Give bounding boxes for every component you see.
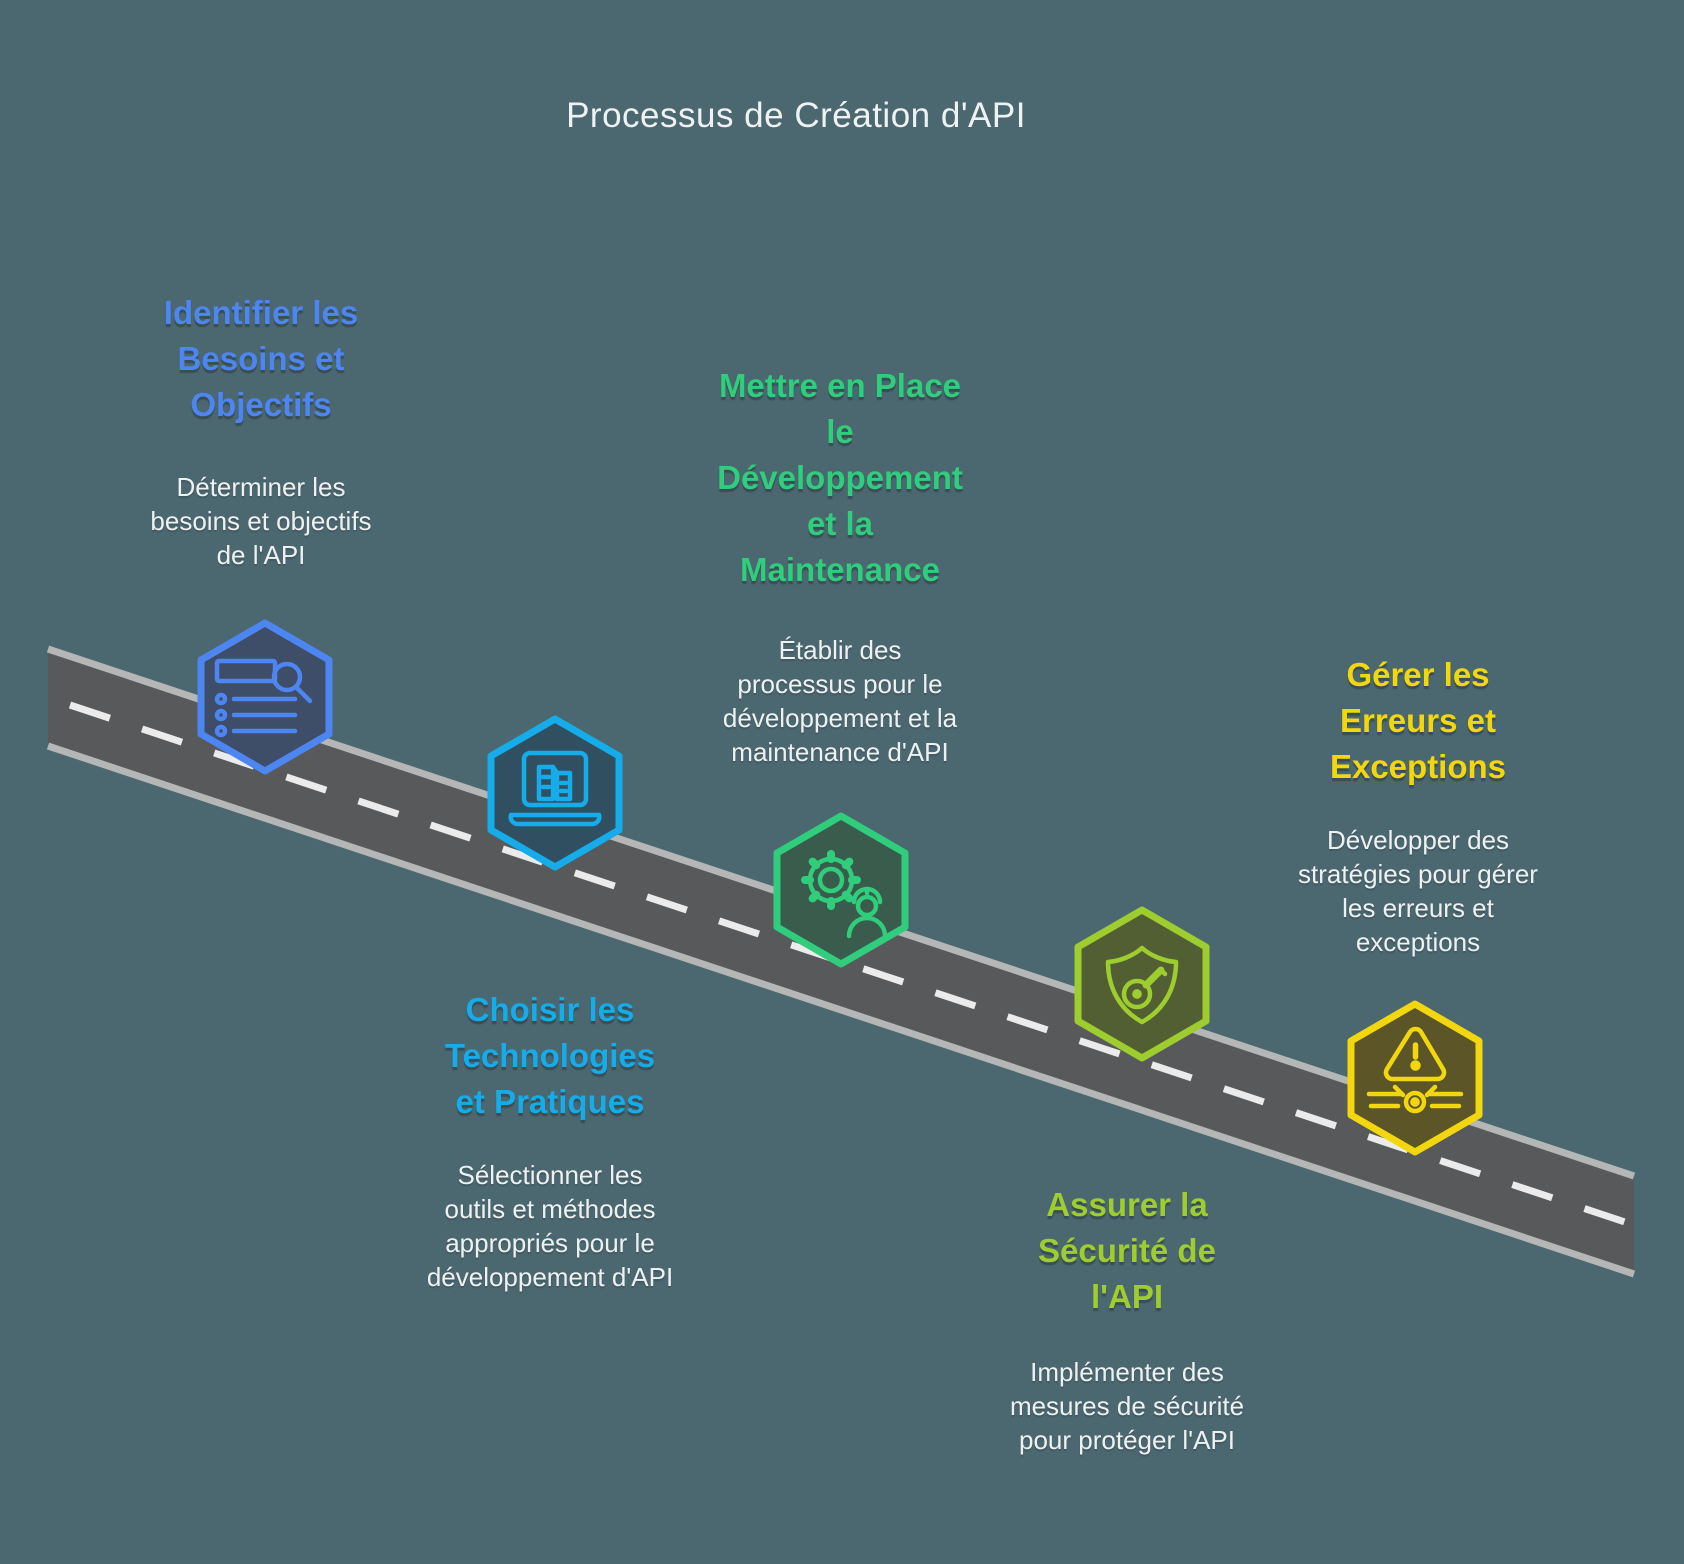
hexagon-step-2 bbox=[487, 715, 623, 871]
warning-axle-icon bbox=[1366, 1026, 1464, 1114]
step-3-heading: Mettre en Place le Développement et la M… bbox=[717, 367, 963, 588]
search-list-icon bbox=[214, 658, 313, 738]
laptop-docs-icon bbox=[508, 750, 602, 827]
step-4-description: Implémenter des mesures de sécurité pour… bbox=[1009, 1357, 1245, 1455]
step-2-heading: Choisir les Technologies et Pratiques bbox=[444, 991, 656, 1120]
shield-gauge-icon bbox=[1105, 945, 1179, 1025]
hexagon-step-3 bbox=[773, 812, 909, 968]
step-3-description: Établir des processus pour le développem… bbox=[722, 635, 958, 767]
step-1-description: Déterminer les besoins et objectifs de l… bbox=[150, 472, 372, 570]
step-5-heading: Gérer les Erreurs et Exceptions bbox=[1329, 656, 1507, 785]
step-2-description: Sélectionner les outils et méthodes appr… bbox=[426, 1160, 674, 1292]
hexagon-step-5 bbox=[1347, 1000, 1483, 1156]
hexagon-step-4 bbox=[1074, 906, 1210, 1062]
hexagon-shape bbox=[773, 812, 909, 968]
road-edge-bottom bbox=[46, 742, 1636, 1278]
gear-engineer-icon bbox=[801, 850, 888, 939]
road-center-dashes bbox=[68, 701, 1636, 1229]
page-title: Processus de Création d'API bbox=[566, 96, 1026, 135]
step-5-description: Développer des stratégies pour gérer les… bbox=[1298, 825, 1538, 957]
hexagon-step-1 bbox=[197, 619, 333, 775]
step-1-heading: Identifier les Besoins et Objectifs bbox=[163, 294, 359, 423]
step-4-heading: Assurer la Sécurité de l'API bbox=[1038, 1186, 1216, 1315]
